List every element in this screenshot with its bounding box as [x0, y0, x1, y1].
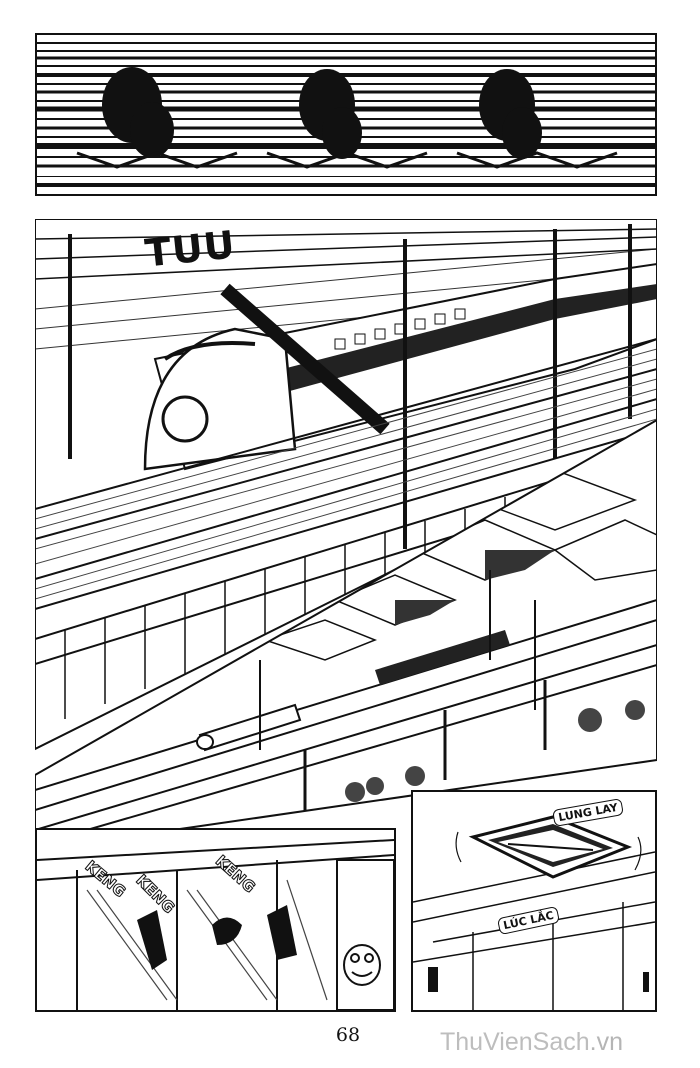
ceiling-lamp-art [413, 792, 655, 1010]
page-number: 68 [335, 1024, 361, 1046]
city-overview-panel [35, 420, 657, 852]
watermark-domain: .vn [589, 1028, 624, 1056]
railway-crossing-panel: KENG KENG KENG [35, 828, 396, 1012]
railway-crossing-art [37, 830, 394, 1010]
horn-sfx: TUU [142, 222, 238, 276]
motion-blur-art [37, 35, 655, 194]
watermark-name: ThuVienSach [440, 1028, 590, 1056]
ceiling-lamp-panel: LUNG LAY LÚC LẮC [411, 790, 657, 1012]
motion-blur-panel [35, 33, 657, 196]
watermark: ThuVienSach.vn [440, 1028, 623, 1057]
city-overview-art [35, 420, 657, 852]
